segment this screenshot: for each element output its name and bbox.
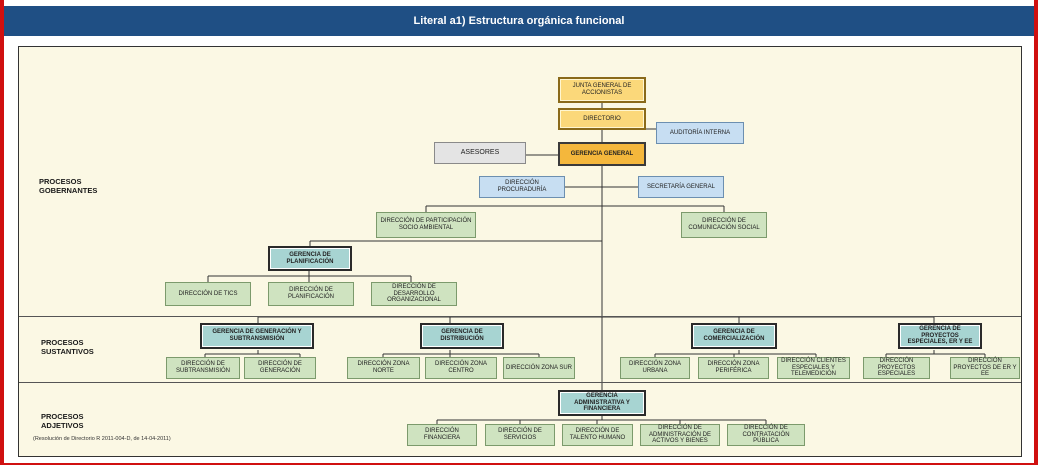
direccion-tics-box: DIRECCIÓN DE TICS: [165, 282, 251, 306]
auditoria-interna-box: AUDITORÍA INTERNA: [656, 122, 744, 144]
section-gobernantes: PROCESOS GOBERNANTES: [39, 177, 98, 196]
gerencia-planificacion-box: GERENCIA DE PLANIFICACIÓN: [268, 246, 352, 271]
desarrollo-organizacional-box: DIRECCIÓN DE DESARROLLO ORGANIZACIONAL: [371, 282, 457, 306]
page-header: Literal a1) Estructura orgánica funciona…: [4, 6, 1034, 36]
section-sustantivos: PROCESOS SUSTANTIVOS: [41, 338, 94, 357]
direccion-proyectos-especiales-box: DIRECCIÓN PROYECTOS ESPECIALES: [863, 357, 930, 379]
procuraduria-box: DIRECCIÓN PROCURADURÍA: [479, 176, 565, 198]
direccion-zona-urbana-box: DIRECCIÓN ZONA URBANA: [620, 357, 690, 379]
asesores-box: ASESORES: [434, 142, 526, 164]
direccion-financiera-box: DIRECCIÓN FINANCIERA: [407, 424, 477, 446]
direccion-zona-sur-box: DIRECCIÓN ZONA SUR: [503, 357, 575, 379]
direccion-clientes-especiales-box: DIRECCIÓN CLIENTES ESPECIALES Y TELEMEDI…: [777, 357, 850, 379]
direccion-generacion-box: DIRECCIÓN DE GENERACIÓN: [244, 357, 316, 379]
direccion-zona-norte-box: DIRECCIÓN ZONA NORTE: [347, 357, 420, 379]
resolution-note: (Resolución de Directorio R 2011-004-D, …: [33, 436, 171, 442]
direccion-servicios-box: DIRECCIÓN DE SERVICIOS: [485, 424, 555, 446]
direccion-proyectos-er-ee-box: DIRECCIÓN PROYECTOS DE ER Y EE: [950, 357, 1020, 379]
gerencia-comercializacion-box: GERENCIA DE COMERCIALIZACIÓN: [691, 323, 777, 349]
secretaria-general-box: SECRETARÍA GENERAL: [638, 176, 724, 198]
connector-lines: [204, 103, 986, 424]
page-title: Literal a1) Estructura orgánica funciona…: [413, 15, 625, 27]
gerencia-generacion-box: GERENCIA DE GENERACIÓN Y SUBTRANSMISIÓN: [200, 323, 314, 349]
comunicacion-social-box: DIRECCIÓN DE COMUNICACIÓN SOCIAL: [681, 212, 767, 238]
section-adjetivos: PROCESOS ADJETIVOS: [41, 412, 84, 431]
gerencia-administrativa-box: GERENCIA ADMINISTRATIVA Y FINANCIERA: [558, 390, 646, 416]
direccion-zona-periferica-box: DIRECCIÓN ZONA PERIFÉRICA: [698, 357, 769, 379]
junta-general-box: JUNTA GENERAL DE ACCIONISTAS: [558, 77, 646, 103]
section-divider: [19, 316, 1021, 317]
org-chart: PROCESOS GOBERNANTES PROCESOS SUSTANTIVO…: [18, 46, 1022, 457]
direccion-planificacion-box: DIRECCIÓN DE PLANIFICACIÓN: [268, 282, 354, 306]
direccion-talento-humano-box: DIRECCIÓN DE TALENTO HUMANO: [562, 424, 633, 446]
direccion-subtransmision-box: DIRECCIÓN DE SUBTRANSMISIÓN: [166, 357, 240, 379]
participacion-socio-ambiental-box: DIRECCIÓN DE PARTICIPACIÓN SOCIO AMBIENT…: [376, 212, 476, 238]
gerencia-general-box: GERENCIA GENERAL: [558, 142, 646, 166]
gerencia-proyectos-box: GERENCIA DE PROYECTOS ESPECIALES, ER Y E…: [898, 323, 982, 349]
direccion-activos-bienes-box: DIRECCIÓN DE ADMINISTRACIÓN DE ACTIVOS Y…: [640, 424, 720, 446]
section-divider: [19, 382, 1021, 383]
direccion-contratacion-publica-box: DIRECCIÓN DE CONTRATACIÓN PÚBLICA: [727, 424, 805, 446]
gerencia-distribucion-box: GERENCIA DE DISTRIBUCIÓN: [420, 323, 504, 349]
direccion-zona-centro-box: DIRECCIÓN ZONA CENTRO: [425, 357, 497, 379]
directorio-box: DIRECTORIO: [558, 108, 646, 130]
